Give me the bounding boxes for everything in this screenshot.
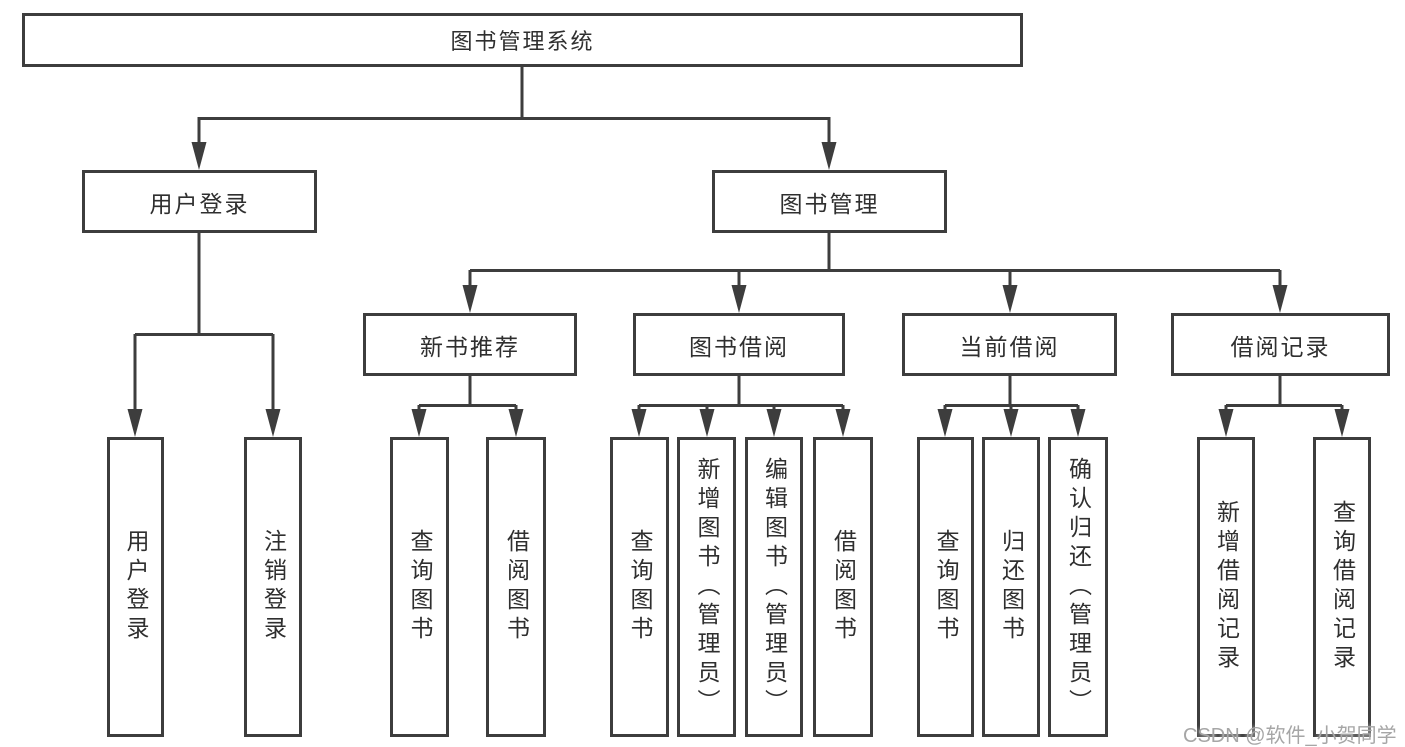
leaf-return-books: 归还图书 — [982, 437, 1040, 737]
node-borrow-records: 借阅记录 — [1171, 313, 1390, 376]
leaf-borrow-books: 借阅图书 — [813, 437, 873, 737]
node-book-borrow: 图书借阅 — [633, 313, 845, 376]
leaf-query-books-current: 查询图书 — [917, 437, 974, 737]
leaf-edit-books-admin: 编辑图书（管理员） — [745, 437, 803, 737]
leaf-confirm-return-admin: 确认归还（管理员） — [1048, 437, 1108, 737]
node-new-book-recommend: 新书推荐 — [363, 313, 577, 376]
leaf-borrow-books-recommend: 借阅图书 — [486, 437, 546, 737]
csdn-watermark: CSDN @软件_小贺同学 — [1183, 725, 1397, 747]
arrowhead-group — [127, 142, 1350, 437]
node-user-login-branch: 用户登录 — [82, 170, 317, 233]
node-book-management-branch: 图书管理 — [712, 170, 947, 233]
node-root-library-system: 图书管理系统 — [22, 13, 1023, 67]
leaf-user-login: 用户登录 — [107, 437, 164, 737]
leaf-query-books-recommend: 查询图书 — [390, 437, 449, 737]
leaf-add-books-admin: 新增图书（管理员） — [677, 437, 736, 737]
leaf-add-borrow-record: 新增借阅记录 — [1197, 437, 1255, 737]
leaf-query-books-borrow: 查询图书 — [610, 437, 669, 737]
leaf-logout: 注销登录 — [244, 437, 302, 737]
node-current-borrow: 当前借阅 — [902, 313, 1117, 376]
leaf-query-borrow-record: 查询借阅记录 — [1313, 437, 1371, 737]
